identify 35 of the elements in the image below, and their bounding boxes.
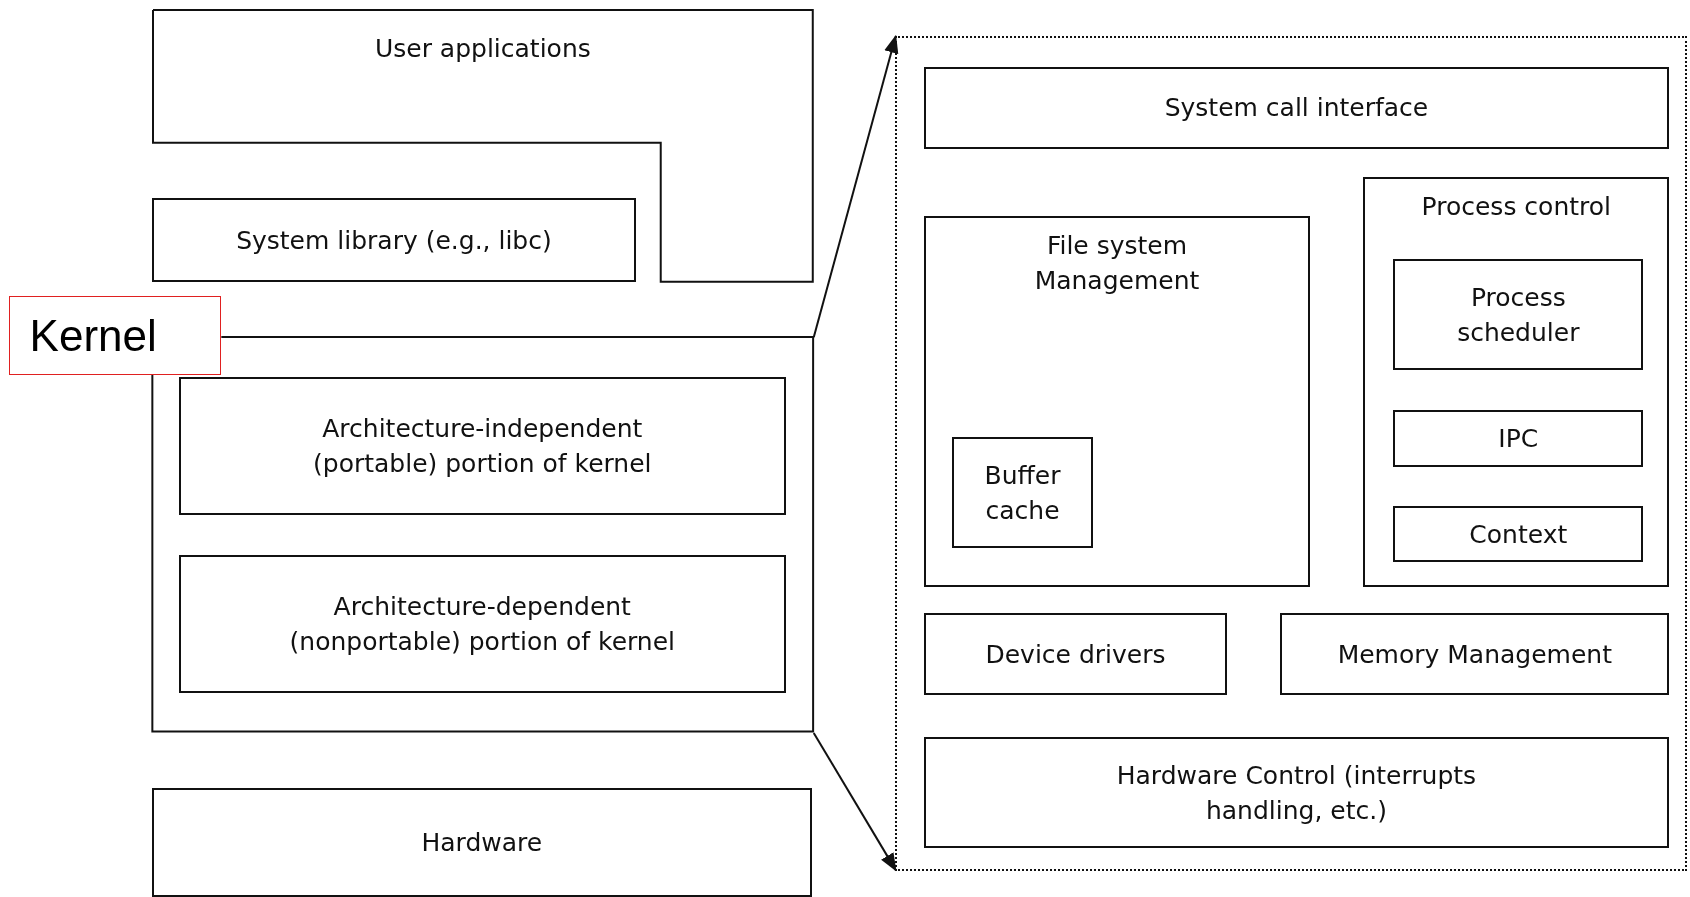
layer-box — [923, 613, 1228, 695]
kernel-label: Kernel — [8, 296, 221, 376]
layer-box — [178, 555, 786, 693]
layer-label: IPC — [1498, 423, 1539, 456]
l-shaped-box — [151, 8, 814, 283]
layer-box — [151, 198, 636, 283]
layer-label: Architecture-dependent (nonportable) portion of kernel — [288, 591, 677, 659]
layer-label: System call interface — [1164, 92, 1429, 125]
layer-label: File system Management — [1033, 230, 1201, 298]
layer-label: Device drivers — [985, 638, 1166, 671]
layer-box — [178, 377, 786, 516]
layer-label: User applications — [374, 32, 591, 65]
layer-label: System library (e.g., libc) — [236, 224, 552, 257]
layer-label: Process scheduler — [1456, 281, 1581, 349]
dotted-box — [894, 35, 1687, 871]
arrow — [812, 34, 899, 339]
layer-label: Hardware Control (interrupts handling, etc.) — [1115, 759, 1478, 827]
layer-box — [923, 737, 1670, 849]
layer-box — [1280, 613, 1670, 695]
layer-label: Process control — [1421, 190, 1612, 223]
layer-label: Hardware — [421, 826, 543, 859]
layer-box — [952, 437, 1093, 549]
layer-box — [1393, 410, 1644, 468]
layer-label: Memory Management — [1337, 638, 1612, 671]
arrow — [812, 731, 897, 872]
layer-box — [1393, 259, 1644, 371]
layer-box — [1363, 176, 1670, 588]
layer-box — [1393, 506, 1644, 563]
layer-box — [923, 66, 1670, 149]
layer-label: Context — [1469, 518, 1568, 551]
layer-box — [923, 216, 1311, 588]
kernel-box — [8, 296, 814, 733]
layer-label: Architecture-independent (portable) portion of kernel — [312, 413, 653, 481]
layer-label: Buffer cache — [983, 459, 1062, 527]
layer-box — [151, 787, 812, 897]
